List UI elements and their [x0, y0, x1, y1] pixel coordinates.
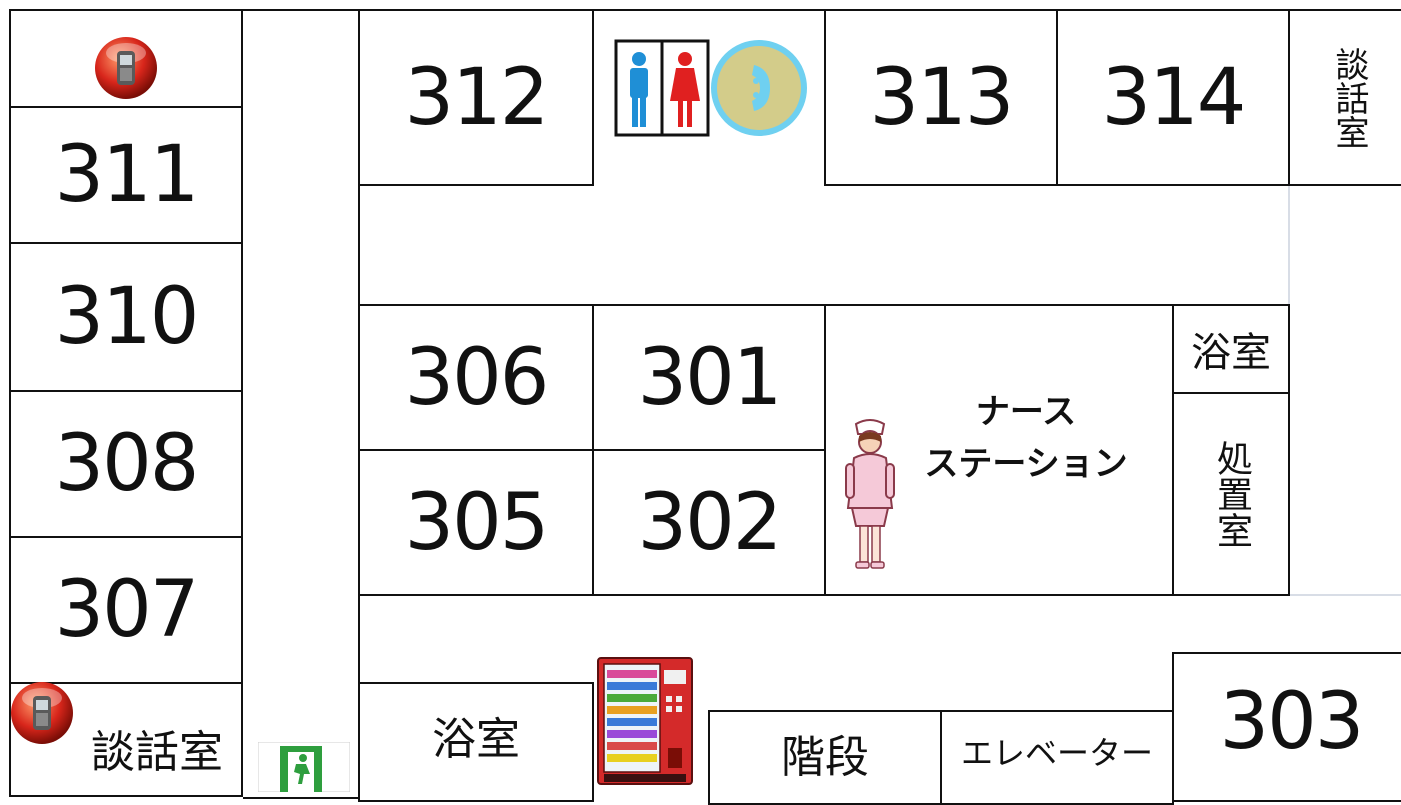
room-302[interactable]: 302	[592, 449, 826, 596]
restroom-phone-area	[592, 9, 826, 186]
room-303[interactable]: 303	[1172, 652, 1401, 802]
left-corridor	[243, 9, 360, 799]
room-number: 303	[1219, 677, 1365, 767]
room-305[interactable]: 305	[358, 449, 594, 596]
lounge-bottom-left[interactable]: 談話室	[9, 682, 243, 797]
nurse-icon	[842, 416, 898, 576]
nurse-station[interactable]: ナース ステーション	[824, 304, 1174, 596]
room-313[interactable]: 313	[824, 9, 1058, 186]
room-307[interactable]: 307	[9, 536, 243, 684]
bath-bottom[interactable]: 浴室	[358, 682, 594, 802]
room-312[interactable]: 312	[358, 9, 594, 186]
nurse-station-line1: ナース	[975, 392, 1077, 432]
lounge-top-right[interactable]: 談話室	[1288, 9, 1401, 186]
emergency-exit-icon	[257, 741, 351, 796]
nurse-station-label: ナース ステーション	[906, 386, 1146, 490]
nurse-station-line2: ステーション	[924, 444, 1128, 484]
room-label: 浴室	[432, 714, 520, 765]
room-number: 307	[54, 565, 200, 655]
room-number: 311	[54, 130, 200, 220]
restroom-icon	[614, 39, 710, 141]
room-number: 308	[54, 419, 200, 509]
room-number: 314	[1101, 52, 1247, 143]
room-number: 313	[869, 52, 1015, 143]
room-label: 談話室	[1329, 46, 1369, 149]
room-311[interactable]: 311	[9, 106, 243, 244]
room-label: 処置室	[1211, 440, 1252, 548]
room-label: エレベーター	[960, 733, 1153, 772]
room-308[interactable]: 308	[9, 390, 243, 538]
room-number: 306	[404, 332, 550, 423]
room-number: 302	[637, 477, 783, 568]
corridor-line	[1288, 184, 1290, 304]
stairs[interactable]: 階段	[708, 710, 942, 805]
treatment-room[interactable]: 処置室	[1172, 392, 1290, 596]
room-306[interactable]: 306	[358, 304, 594, 451]
room-label: 階段	[781, 731, 869, 783]
room-label: 浴室	[1191, 330, 1271, 376]
room-301[interactable]: 301	[592, 304, 826, 451]
telephone-icon	[710, 39, 808, 141]
room-number: 301	[637, 332, 783, 423]
phone-area	[9, 9, 243, 108]
bath-right[interactable]: 浴室	[1172, 304, 1290, 394]
room-number: 312	[404, 52, 550, 143]
room-number: 305	[404, 477, 550, 568]
room-314[interactable]: 314	[1056, 9, 1290, 186]
vending-machine-icon	[596, 656, 694, 792]
mobile-phone-icon	[9, 680, 75, 750]
room-310[interactable]: 310	[9, 242, 243, 392]
room-label: 談話室	[91, 726, 223, 778]
room-number: 310	[54, 272, 200, 362]
mobile-phone-icon	[93, 35, 159, 105]
